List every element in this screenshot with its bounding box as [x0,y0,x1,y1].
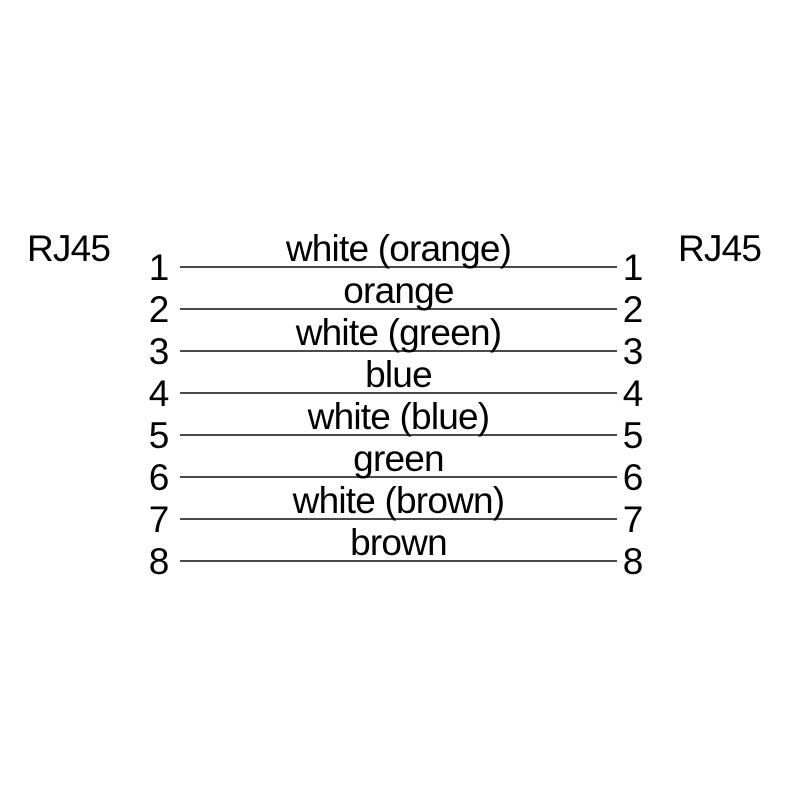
wire-color-label: white (orange) [285,228,512,269]
wire-label-wrap: brown [180,524,617,561]
wire-color-label: brown [350,522,448,563]
left-pin-number: 8 [148,541,170,582]
wire-color-label: white (blue) [307,396,490,437]
wire-line [180,476,617,478]
left-pin-number: 5 [148,415,170,456]
wire-label-wrap: orange [180,272,617,309]
wire-label-wrap: white (brown) [180,482,617,519]
wire-color-label: orange [343,270,454,311]
wire-label-wrap: blue [180,356,617,393]
wire-line [180,560,617,562]
right-pin-number: 1 [622,247,644,288]
wire-color-label: green [353,438,444,479]
left-connector-label: RJ45 [27,228,111,269]
right-pin-number: 2 [622,289,644,330]
wire-label-wrap: white (blue) [180,398,617,435]
left-pin-number: 6 [148,457,170,498]
wire-label-wrap: white (orange) [180,230,617,267]
right-pin-number: 5 [622,415,644,456]
right-pin-number: 4 [622,373,644,414]
wire-label-wrap: green [180,440,617,477]
right-pin-number: 8 [622,541,644,582]
wire-line [180,518,617,520]
wire-line [180,308,617,310]
right-pin-number: 6 [622,457,644,498]
wire-color-label: white (brown) [292,480,505,521]
left-pin-number: 4 [148,373,170,414]
wire-line [180,350,617,352]
right-connector-label: RJ45 [678,228,762,269]
right-pin-number: 3 [622,331,644,372]
wire-label-wrap: white (green) [180,314,617,351]
left-pin-number: 1 [148,247,170,288]
left-pin-number: 3 [148,331,170,372]
wire-line [180,434,617,436]
wire-line [180,266,617,268]
wire-color-label: blue [365,354,433,395]
left-pin-number: 2 [148,289,170,330]
left-pin-number: 7 [148,499,170,540]
wire-line [180,392,617,394]
wire-color-label: white (green) [295,312,502,353]
right-pin-number: 7 [622,499,644,540]
